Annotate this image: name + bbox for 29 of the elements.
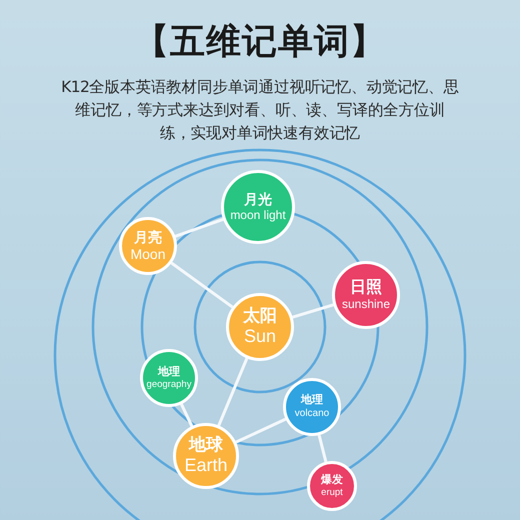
english-word: Sun — [244, 326, 276, 348]
chinese-word: 太阳 — [243, 306, 277, 326]
word-bubble — [283, 378, 341, 436]
chinese-word: 月亮 — [134, 229, 162, 246]
english-word: Earth — [184, 455, 228, 477]
connector-line — [170, 262, 234, 308]
word-bubble — [307, 461, 357, 511]
english-word: erupt — [321, 486, 343, 498]
word-bubble — [140, 349, 198, 407]
word-bubble — [119, 217, 177, 275]
chinese-word: 月光 — [244, 191, 272, 208]
chinese-word: 地球 — [189, 435, 223, 456]
connector-line — [217, 358, 248, 426]
chinese-word: 爆发 — [321, 474, 343, 487]
english-word: geography — [146, 378, 192, 390]
connector-line — [235, 418, 286, 444]
connector-line — [174, 218, 224, 238]
title: 【五维记单词】 — [133, 21, 387, 64]
connector-line — [318, 434, 328, 462]
english-word: moon light — [230, 208, 286, 223]
connector-line — [180, 404, 194, 427]
english-word: volcano — [294, 408, 330, 420]
chinese-word: 日照 — [350, 278, 382, 298]
chinese-word: 地理 — [158, 366, 180, 379]
english-word: sunshine — [342, 297, 390, 312]
word-bubble — [173, 423, 239, 489]
caption: K12全版本英语教材同步单词通过视听记忆、动觉记忆、思维记忆，等方式来达到对看、听、读、写译的全方位训练，实现对单词快速有效记忆 — [60, 77, 460, 144]
chinese-word: 地理 — [301, 394, 323, 408]
english-word: Moon — [130, 246, 166, 263]
